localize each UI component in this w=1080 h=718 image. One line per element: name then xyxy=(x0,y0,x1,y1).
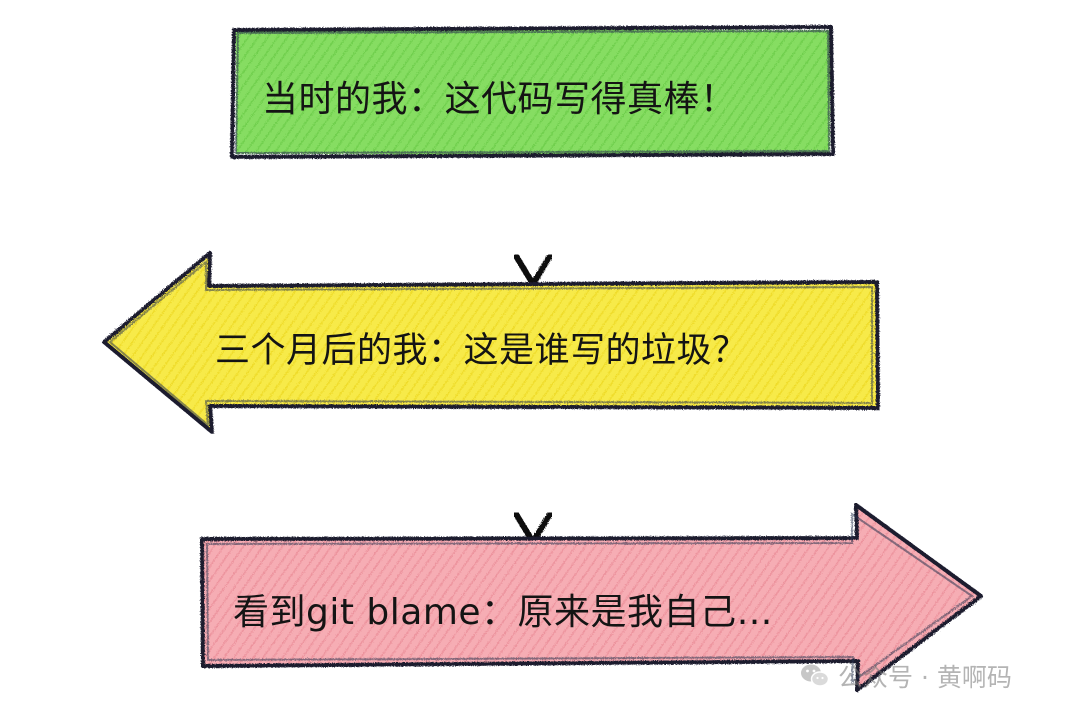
step-1-shape xyxy=(230,25,835,159)
step-3-label: 看到git blame：原来是我自己… xyxy=(233,592,774,633)
wechat-icon xyxy=(800,662,830,690)
connector-arrow-1 xyxy=(513,153,553,287)
step-3-shape xyxy=(200,503,983,692)
step-2-shape xyxy=(102,251,880,434)
watermark-text: 公众号 · 黄啊码 xyxy=(838,663,1012,692)
connector-arrow-2 xyxy=(513,405,553,545)
step-2-label: 三个月后的我：这是谁写的垃圾？ xyxy=(215,331,748,371)
step-1-label: 当时的我：这代码写得真棒！ xyxy=(262,79,737,120)
watermark: 公众号 · 黄啊码 xyxy=(800,660,1012,692)
